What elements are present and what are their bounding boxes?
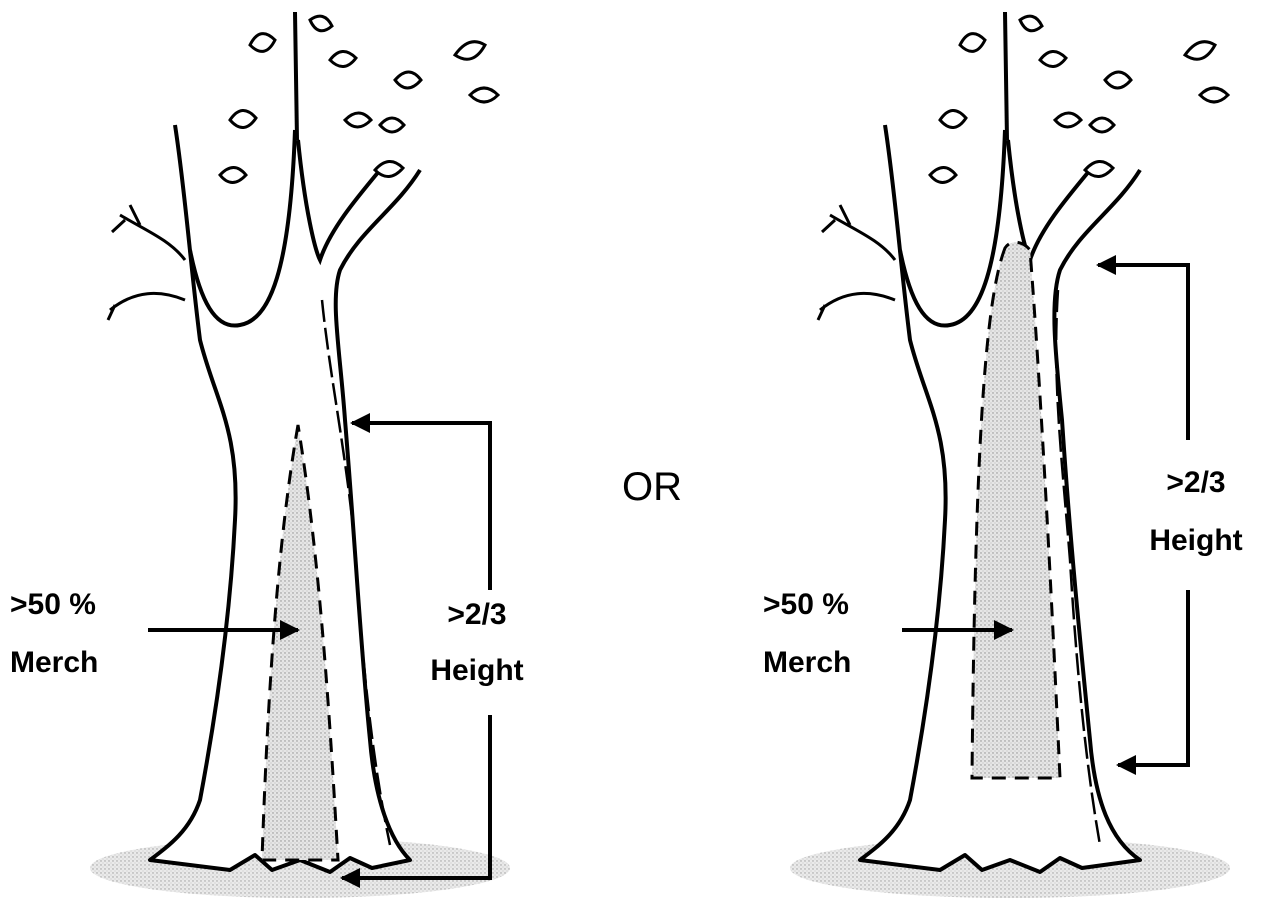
right-height-label-line2: Height bbox=[1145, 526, 1246, 556]
right-leader bbox=[1005, 12, 1007, 140]
left-tree bbox=[90, 12, 510, 898]
right-height-bracket-top bbox=[1098, 265, 1188, 440]
right-height-bracket-bottom bbox=[1118, 590, 1188, 765]
left-branch bbox=[108, 205, 185, 320]
right-merch-label-line1: >50 % bbox=[763, 590, 849, 620]
left-height-label-line1: >2/3 bbox=[443, 600, 510, 630]
left-height-bracket-top bbox=[352, 423, 490, 590]
right-branch bbox=[818, 205, 895, 320]
left-leader bbox=[295, 12, 297, 140]
separator-text: OR bbox=[622, 467, 682, 507]
left-merch-label-line2: Merch bbox=[10, 648, 98, 678]
right-merch-label-line2: Merch bbox=[763, 648, 851, 678]
left-height-label-line2: Height bbox=[426, 656, 527, 686]
right-height-label-line1: >2/3 bbox=[1162, 468, 1229, 498]
left-merch-label-line1: >50 % bbox=[10, 590, 96, 620]
